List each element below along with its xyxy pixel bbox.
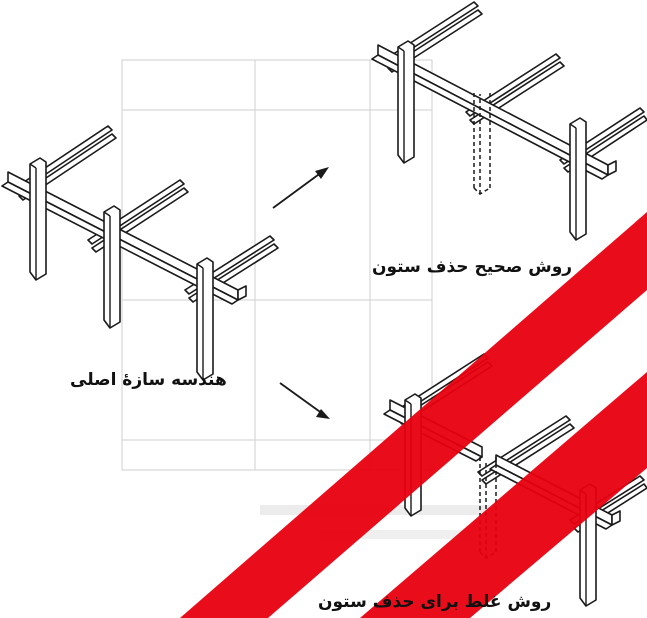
caption-original-geometry: هندسه سازهٔ اصلی	[70, 370, 227, 390]
caption-correct-removal: روش صحیح حذف ستون	[372, 257, 572, 277]
caption-incorrect-removal: روش غلط برای حذف ستون	[318, 592, 551, 612]
original-frame	[2, 126, 278, 380]
arrow-to-incorrect	[280, 383, 330, 419]
column-3	[570, 118, 586, 240]
correct-removal-frame	[372, 2, 647, 240]
column-1	[398, 41, 414, 163]
column-1	[30, 158, 46, 280]
column-3	[197, 258, 213, 380]
column-2	[104, 206, 120, 328]
arrow-to-correct	[273, 167, 329, 208]
